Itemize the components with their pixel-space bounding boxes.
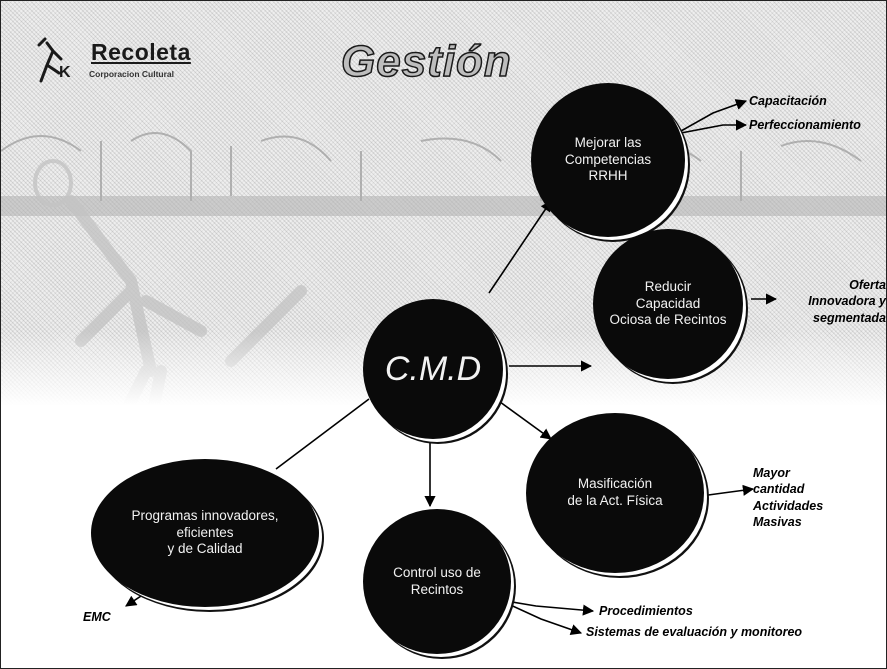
node-capacidad: Reducir Capacidad Ociosa de Recintos [593, 229, 743, 379]
logo-icon: K [37, 37, 71, 83]
node-masificacion: Masificación de la Act. Física [526, 413, 704, 573]
node-label: Control uso de Recintos [393, 564, 481, 597]
node-label: Programas innovadores, eficientes y de C… [131, 507, 279, 557]
node-programas: Programas innovadores, eficientes y de C… [91, 459, 319, 607]
center-label: C.M.D [384, 349, 482, 388]
logo-subtitle: Corporacion Cultural [89, 69, 175, 79]
node-label: Mejorar las Competencias RRHH [564, 134, 652, 184]
center-node-cmd: C.M.D [363, 299, 503, 439]
page-title: Gestión [340, 36, 512, 87]
note-sistemas: Sistemas de evaluación y monitoreo [586, 625, 803, 639]
node-label: Masificación de la Act. Física [567, 476, 663, 508]
note-capacitacion: Capacitación [749, 94, 827, 108]
node-label: Reducir Capacidad Ociosa de Recintos [609, 278, 727, 328]
connector-mayor [700, 484, 755, 497]
note-perfeccionamiento: Perfeccionamiento [749, 118, 861, 132]
note-procedimientos: Procedimientos [599, 604, 693, 618]
node-control: Control uso de Recintos [363, 509, 511, 654]
svg-text:K: K [59, 64, 71, 81]
connector-capacitacion [680, 99, 748, 132]
note-oferta: Oferta Innovadora y segmentada [808, 278, 886, 325]
connector-perfeccionamiento [680, 119, 748, 134]
connector-sistemas [505, 602, 583, 635]
node-competencias: Mejorar las Competencias RRHH [531, 83, 685, 237]
arrow-to-masificacion [495, 398, 552, 440]
connector-procedimientos [505, 600, 595, 616]
note-emc: EMC [83, 610, 111, 624]
arrow-to-competencias [488, 200, 552, 294]
logo-title: Recoleta [91, 39, 191, 65]
note-mayor: Mayor cantidad Actividades Masivas [753, 466, 824, 529]
line-to-programas [275, 398, 370, 470]
